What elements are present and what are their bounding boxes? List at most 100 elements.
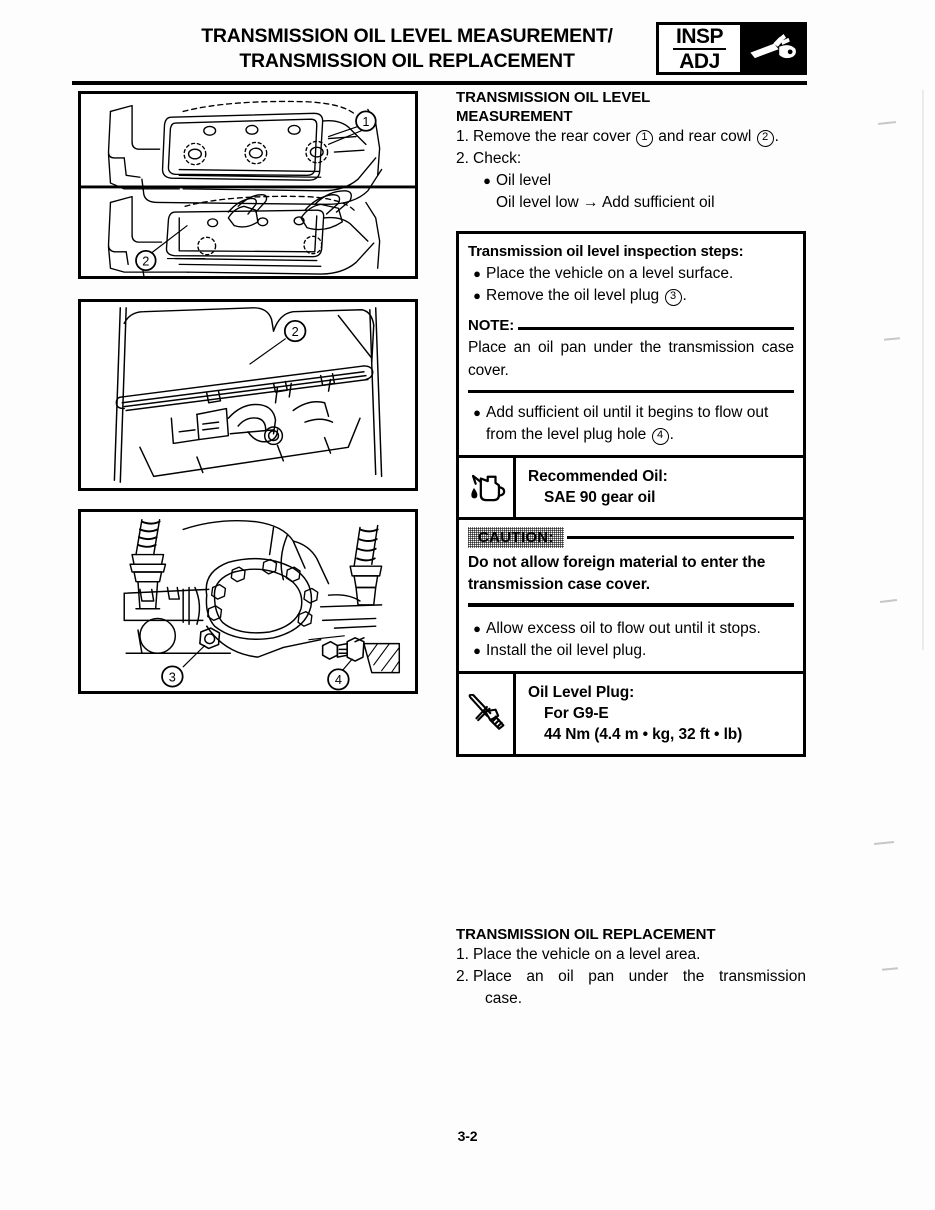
scan-artifact bbox=[883, 337, 901, 341]
note-label-row: NOTE: bbox=[468, 317, 794, 334]
replacement-step-2-line-1: Place an oil pan under the transmission bbox=[473, 968, 806, 985]
recommended-oil-row: Recommended Oil: SAE 90 gear oil bbox=[459, 455, 803, 517]
measurement-heading: TRANSMISSION OIL LEVEL MEASUREMENT bbox=[456, 88, 806, 126]
replacement-heading: TRANSMISSION OIL REPLACEMENT bbox=[456, 926, 716, 943]
caution-text: Do not allow foreign material to enter t… bbox=[468, 552, 794, 596]
add-oil-text: Add sufficient oil until it begins to fl… bbox=[486, 404, 769, 443]
svg-text:4: 4 bbox=[335, 673, 342, 687]
section-tab-adj-label: ADJ bbox=[679, 49, 720, 73]
replacement-step-2: 2. Place an oil pan under the transmissi… bbox=[456, 966, 806, 1010]
caution-row: CAUTION: bbox=[468, 527, 794, 548]
callout-1: 1 bbox=[355, 110, 377, 132]
step1-text-c: . bbox=[774, 128, 779, 145]
svg-text:1: 1 bbox=[362, 115, 369, 129]
note-text: Place an oil pan under the transmission … bbox=[468, 339, 794, 379]
measurement-check-bullet-text: Oil level bbox=[496, 172, 552, 189]
caution-rule bbox=[566, 536, 794, 539]
header-rule bbox=[72, 81, 807, 85]
scan-artifact bbox=[877, 121, 897, 125]
note-block: NOTE: Place an oil pan under the transmi… bbox=[468, 317, 794, 393]
bullet-glyph: ● bbox=[473, 266, 481, 281]
inspection-steps-heading: Transmission oil level inspection steps: bbox=[468, 243, 744, 260]
figure-rear-cover-cowl-removal: 1 2 bbox=[78, 91, 418, 279]
page-title-line-2: TRANSMISSION OIL REPLACEMENT bbox=[239, 50, 575, 72]
inspection-step-bullet-1-text: Place the vehicle on a level surface. bbox=[486, 265, 734, 282]
caution-section: CAUTION: Do not allow foreign material t… bbox=[459, 517, 803, 671]
bullet-glyph: ● bbox=[473, 405, 481, 420]
measurement-section: TRANSMISSION OIL LEVEL MEASUREMENT 1. Re… bbox=[456, 88, 806, 214]
bullet-glyph: ● bbox=[473, 288, 481, 303]
caution-bottom-rule bbox=[468, 603, 794, 607]
add-oil-bullet-text: Add sufficient oil until it begins to fl… bbox=[486, 402, 794, 446]
step1-text-b: and rear cowl bbox=[658, 128, 752, 145]
inspection-steps-section: Transmission oil level inspection steps:… bbox=[459, 234, 803, 455]
measurement-heading-line-1: TRANSMISSION OIL LEVEL bbox=[456, 89, 651, 106]
note-rule bbox=[518, 327, 794, 330]
inline-callout-2: 2 bbox=[756, 130, 774, 147]
inline-callout-1: 1 bbox=[635, 130, 653, 147]
step-bullet-2-body: Remove the oil level plug bbox=[486, 287, 660, 304]
measurement-step-1-text: Remove the rear cover 1 and rear cowl 2. bbox=[473, 126, 806, 148]
step-bullet-2-tail: . bbox=[682, 287, 687, 304]
inspection-step-bullet-1: ● Place the vehicle on a level surface. bbox=[468, 263, 794, 285]
bullet-glyph: ● bbox=[483, 173, 491, 188]
measurement-check-subline: Oil level low → Add sufficient oil bbox=[496, 194, 715, 211]
figure-rear-cowl-removed: 2 bbox=[78, 299, 418, 491]
callout-2: 2 bbox=[135, 249, 157, 272]
hand-tool-icon bbox=[743, 25, 804, 72]
measurement-step-2: 2. Check: bbox=[456, 148, 806, 170]
add-oil-bullet: ● Add sufficient oil until it begins to … bbox=[468, 402, 794, 446]
section-tab-insp-adj: INSP ADJ bbox=[656, 22, 807, 75]
torque-spec-model: For G9-E bbox=[544, 705, 609, 722]
after-caution-bullet-2-text: Install the oil level plug. bbox=[486, 642, 647, 659]
replacement-section: TRANSMISSION OIL REPLACEMENT 1. Place th… bbox=[456, 925, 806, 1010]
torque-spec-body: Oil Level Plug: For G9-E 44 Nm (4.4 m • … bbox=[516, 674, 803, 754]
step1-text-a: Remove the rear cover bbox=[473, 128, 631, 145]
caution-text-line-2: transmission case cover. bbox=[468, 576, 650, 593]
page-number: 3-2 bbox=[457, 1128, 478, 1144]
measurement-check-bullet: ● Oil level bbox=[478, 170, 806, 192]
torque-spec-value: 44 Nm (4.4 m • kg, 32 ft • lb) bbox=[544, 726, 743, 743]
page-title: TRANSMISSION OIL LEVEL MEASUREMENT/ TRAN… bbox=[172, 24, 642, 74]
measurement-step-1-number: 1. bbox=[456, 128, 469, 145]
add-oil-tail: . bbox=[669, 426, 674, 443]
torque-spec-row: Oil Level Plug: For G9-E 44 Nm (4.4 m • … bbox=[459, 671, 803, 754]
torque-wrench-icon bbox=[459, 674, 516, 754]
callout-2: 2 bbox=[283, 320, 307, 343]
callout-4: 4 bbox=[327, 668, 350, 691]
figure-transmission-oil-level-plug: 3 4 bbox=[78, 509, 418, 694]
svg-text:2: 2 bbox=[292, 325, 299, 339]
after-caution-bullet-1-text: Allow excess oil to flow out until it st… bbox=[486, 620, 761, 637]
replacement-step-1-text: Place the vehicle on a level area. bbox=[473, 946, 701, 963]
replacement-step-2-line-2: case. bbox=[485, 990, 523, 1007]
measurement-step-1: 1. Remove the rear cover 1 and rear cowl… bbox=[456, 126, 806, 148]
inspection-step-bullet-2-text: Remove the oil level plug 3. bbox=[486, 285, 794, 307]
replacement-step-2-number: 2. bbox=[456, 968, 469, 985]
replacement-step-1-number: 1. bbox=[456, 946, 469, 963]
inspection-procedure-box: Transmission oil level inspection steps:… bbox=[456, 231, 806, 757]
measurement-step-2-number: 2. bbox=[456, 150, 469, 167]
replacement-step-1: 1. Place the vehicle on a level area. bbox=[456, 944, 806, 966]
caution-text-line-1: Do not allow foreign material to enter t… bbox=[468, 554, 766, 571]
inline-callout-4: 4 bbox=[651, 428, 669, 445]
page-title-line-1: TRANSMISSION OIL LEVEL MEASUREMENT/ bbox=[201, 25, 613, 47]
oil-can-icon bbox=[459, 458, 516, 517]
section-tab-text: INSP ADJ bbox=[659, 25, 743, 72]
measurement-step-2-text: Check: bbox=[473, 150, 522, 167]
inspection-step-bullet-2: ● Remove the oil level plug 3. bbox=[468, 285, 794, 307]
scan-artifact bbox=[879, 598, 898, 604]
section-tab-insp-label: INSP bbox=[672, 26, 726, 50]
recommended-oil-value: SAE 90 gear oil bbox=[544, 489, 656, 506]
page-header: TRANSMISSION OIL LEVEL MEASUREMENT/ TRAN… bbox=[72, 22, 807, 85]
caution-label: CAUTION: bbox=[468, 527, 564, 548]
after-caution-bullet-1: ● Allow excess oil to flow out until it … bbox=[468, 618, 794, 640]
after-caution-bullet-2: ● Install the oil level plug. bbox=[468, 640, 794, 662]
scan-artifact bbox=[922, 90, 924, 650]
svg-text:2: 2 bbox=[142, 254, 149, 268]
scan-artifact bbox=[873, 840, 895, 846]
recommended-oil-label: Recommended Oil: bbox=[528, 468, 668, 485]
scan-artifact bbox=[881, 967, 899, 971]
note-label: NOTE: bbox=[468, 317, 515, 334]
bullet-glyph: ● bbox=[473, 643, 481, 658]
